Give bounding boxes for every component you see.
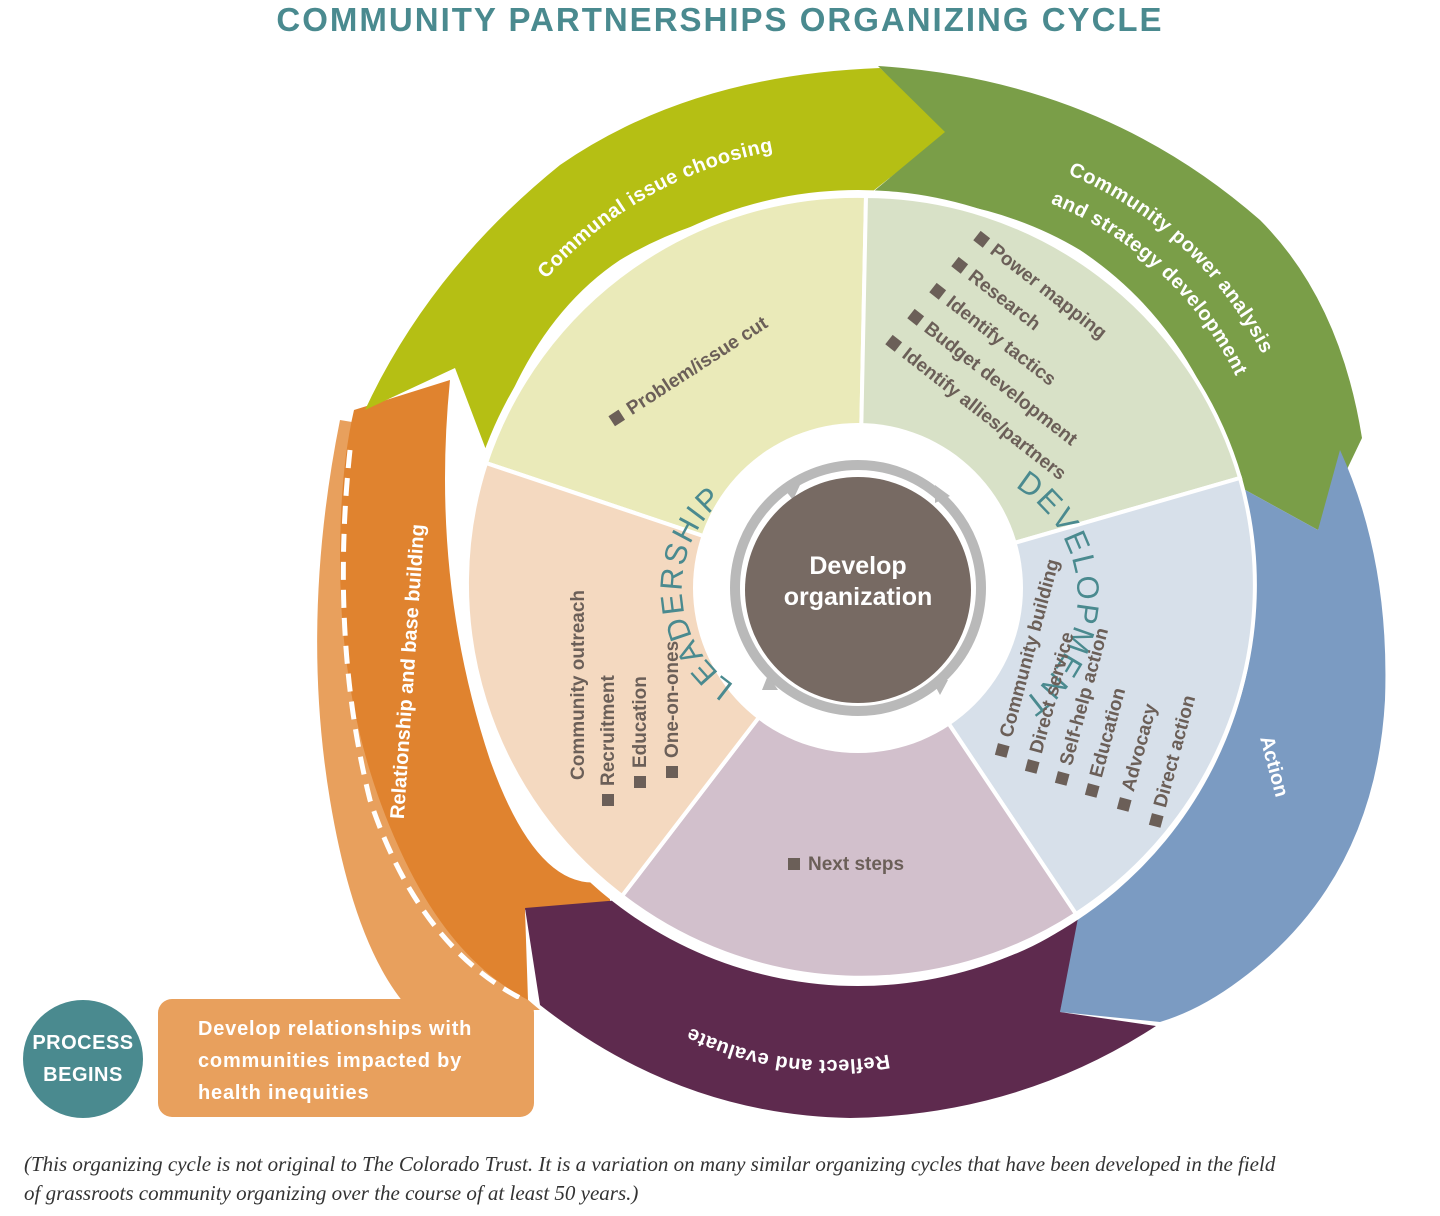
- list-item: Recruitment: [598, 674, 619, 806]
- footnote-line: (This organizing cycle is not original t…: [24, 1152, 1276, 1176]
- bullet-square-icon: [666, 766, 678, 778]
- arrow-relationship-base-building: [340, 380, 610, 1000]
- process-description-bubble: Develop relationships with communities i…: [158, 999, 534, 1117]
- bullet-square-icon: [602, 794, 614, 806]
- bullet-square-icon: [929, 282, 947, 300]
- footnote: (This organizing cycle is not original t…: [24, 1150, 1424, 1208]
- bubble-line: communities impacted by: [198, 1050, 463, 1072]
- center-label-line1: Develop: [809, 552, 906, 580]
- page-title: COMMUNITY PARTNERSHIPS ORGANIZING CYCLE: [276, 1, 1164, 38]
- svg-text:One-on-ones: One-on-ones: [662, 641, 683, 758]
- bullet-square-icon: [1084, 783, 1100, 798]
- list-item: One-on-ones: [662, 641, 683, 778]
- bullet-square-icon: [1054, 771, 1070, 786]
- center-cycle-ring: [730, 460, 986, 716]
- bubble-line: Develop relationships with: [198, 1018, 473, 1040]
- bullet-square-icon: [951, 256, 969, 274]
- bullet-square-icon: [1148, 813, 1164, 828]
- center-circle: [745, 477, 971, 703]
- bullet-square-icon: [608, 409, 626, 427]
- ring-arrowhead-icon: [785, 485, 800, 500]
- bubble-line: health inequities: [198, 1082, 370, 1104]
- arrow-reflect-evaluate: [525, 900, 1156, 1118]
- svg-text:Recruitment: Recruitment: [598, 674, 619, 786]
- ring-arrowhead-icon: [932, 680, 948, 695]
- arrow-community-power-analysis: [868, 66, 1362, 530]
- bullet-square-icon: [1024, 759, 1040, 774]
- bullet-square-icon: [885, 334, 903, 352]
- process-begins-badge: PROCESS BEGINS: [23, 1000, 143, 1118]
- bullet-square-icon: [634, 776, 646, 788]
- sector-reflect: [619, 584, 1079, 980]
- svg-text:Education: Education: [630, 676, 651, 768]
- process-dashed-line: [340, 449, 530, 1005]
- ring-arrowhead-icon: [762, 675, 778, 690]
- bullet-square-icon: [907, 308, 925, 326]
- community-outreach-heading: Community outreach: [568, 590, 589, 780]
- svg-text:Next steps: Next steps: [808, 854, 904, 875]
- list-item: Next steps: [788, 854, 904, 875]
- bullet-square-icon: [1116, 797, 1132, 812]
- list-item: Education: [630, 676, 651, 788]
- footnote-line: of grassroots community organizing over …: [24, 1181, 639, 1205]
- bullet-square-icon: [973, 230, 991, 248]
- bullet-square-icon: [788, 858, 800, 870]
- badge-line: PROCESS: [32, 1032, 134, 1054]
- arrow-communal-issue-choosing: [365, 68, 948, 455]
- ring-arrowhead-icon: [935, 485, 950, 503]
- center-label-line2: organization: [784, 583, 933, 611]
- badge-line: BEGINS: [43, 1064, 123, 1086]
- bullet-square-icon: [994, 743, 1010, 758]
